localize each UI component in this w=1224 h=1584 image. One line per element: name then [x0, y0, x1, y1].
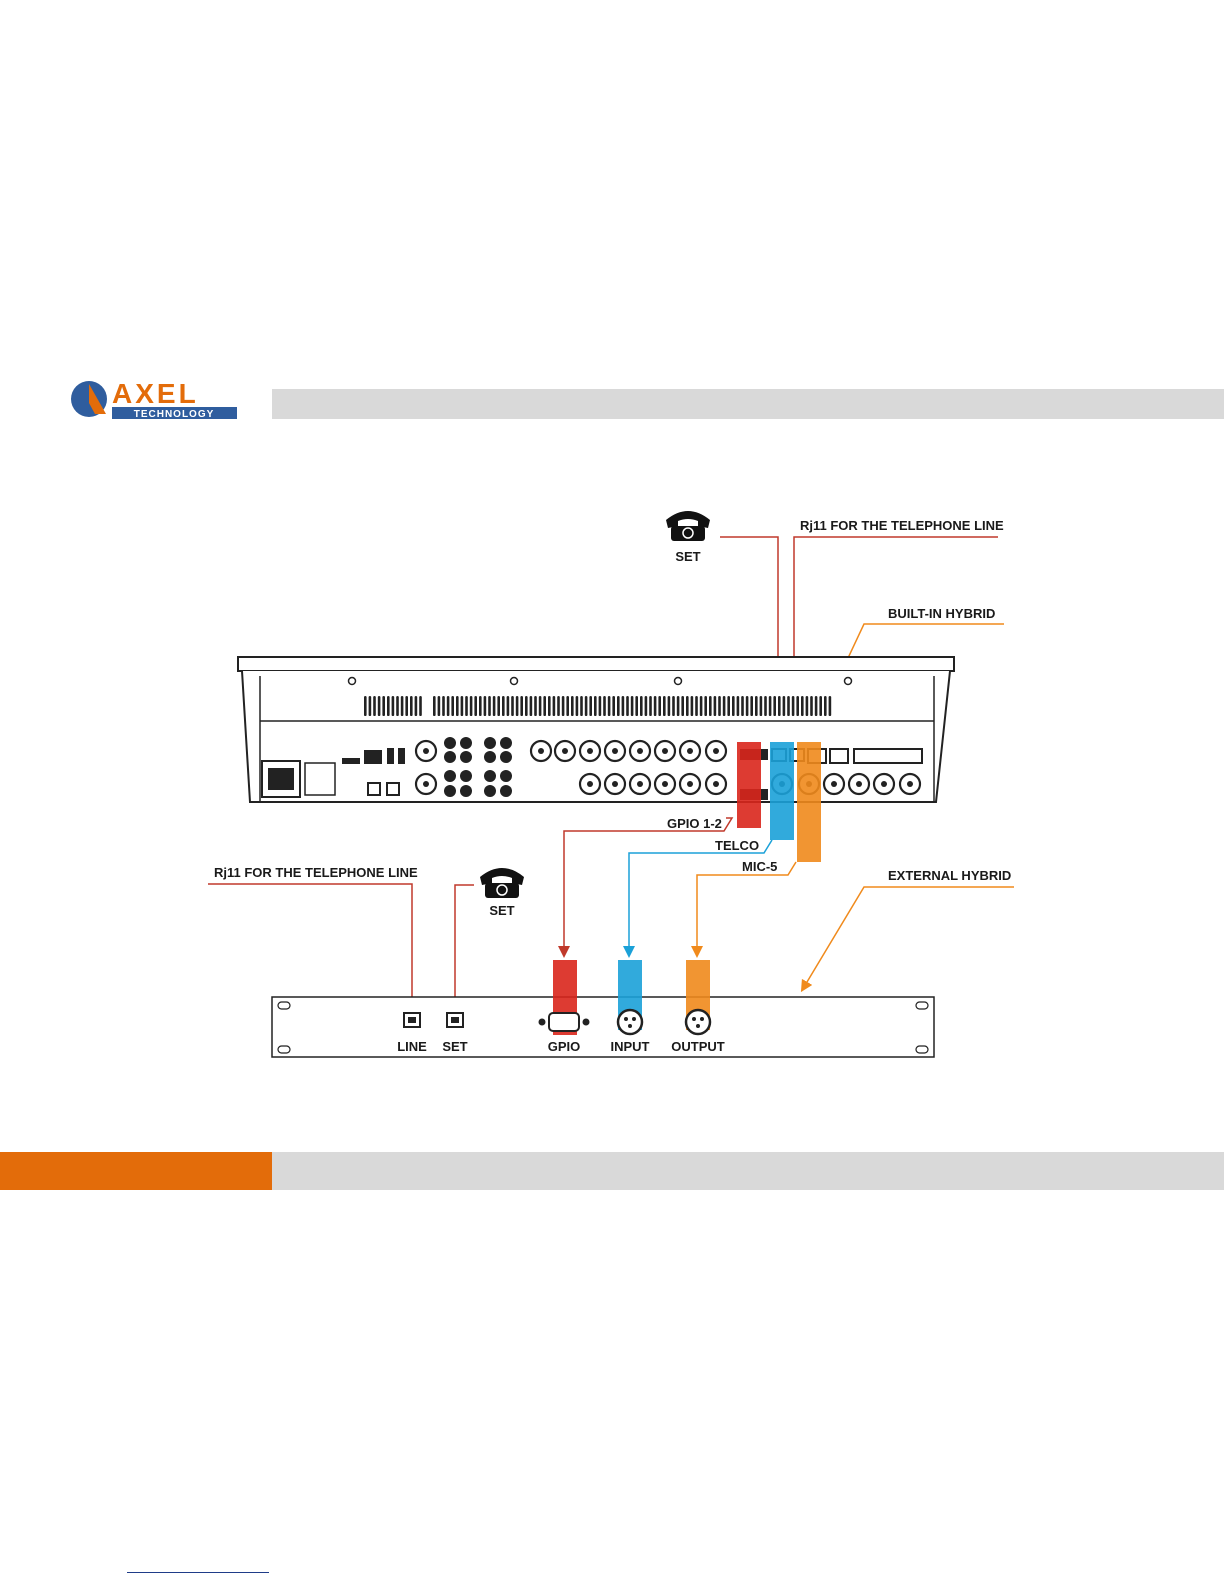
axel-logo: AXEL TECHNOLOGY — [68, 376, 240, 422]
gpio-wire — [564, 818, 732, 952]
logo-name: AXEL — [112, 378, 199, 409]
header-bar — [272, 389, 1224, 419]
external-hybrid-pointer — [804, 887, 1014, 987]
label-rj11-top: Rj11 FOR THE TELEPHONE LINE — [800, 518, 1004, 533]
line-port-icon — [404, 1013, 420, 1027]
label-rack-output: OUTPUT — [671, 1039, 725, 1054]
label-rj11-left: Rj11 FOR THE TELEPHONE LINE — [214, 865, 418, 880]
rj11-line-left — [208, 884, 412, 1006]
footer-bar — [272, 1152, 1224, 1190]
label-set-bottom: SET — [489, 903, 514, 918]
label-rack-input: INPUT — [611, 1039, 650, 1054]
label-gpio-1-2: GPIO 1-2 — [667, 816, 722, 831]
label-rack-set: SET — [442, 1039, 467, 1054]
output-xlr-icon — [686, 1010, 710, 1034]
external-hybrid-rack-unit — [272, 997, 934, 1057]
label-external-hybrid: EXTERNAL HYBRID — [888, 868, 1011, 883]
label-rack-gpio: GPIO — [548, 1039, 581, 1054]
telco-wire — [629, 840, 772, 952]
footer-accent-bar — [0, 1152, 272, 1190]
label-set-top: SET — [675, 549, 700, 564]
gpio-highlight-mixer — [737, 742, 761, 828]
hybrid-wiring-diagram: SET Rj11 FOR THE TELEPHONE LINE BUILT-IN… — [204, 500, 1034, 1070]
mic5-wire — [697, 862, 796, 952]
label-built-in-hybrid: BUILT-IN HYBRID — [888, 606, 995, 621]
mic5-highlight-mixer — [797, 742, 821, 862]
set-line-bottom — [455, 885, 474, 1006]
input-xlr-icon — [618, 1010, 642, 1034]
set-port-icon — [447, 1013, 463, 1027]
telco-highlight-mixer — [770, 742, 794, 840]
label-telco: TELCO — [715, 838, 759, 853]
logo-subtitle: TECHNOLOGY — [134, 409, 215, 420]
label-rack-line: LINE — [397, 1039, 427, 1054]
mixer-console-rear-panel — [238, 657, 954, 802]
telephone-set-bottom-icon — [480, 868, 524, 898]
footnote-rule — [127, 1572, 269, 1573]
telephone-set-top-icon — [666, 511, 710, 541]
label-mic5: MIC-5 — [742, 859, 777, 874]
